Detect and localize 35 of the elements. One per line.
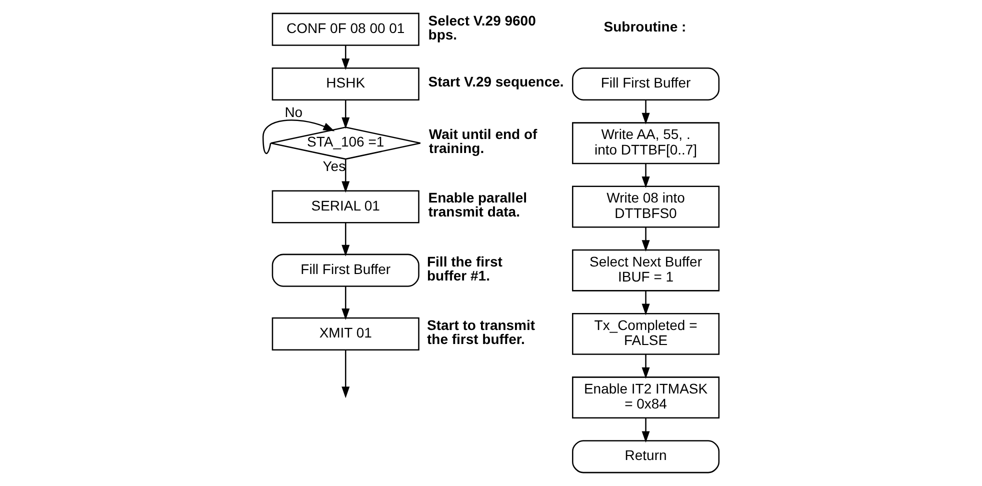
node-box: Tx_Completed = FALSE <box>572 312 720 355</box>
arrow <box>642 227 650 252</box>
arrow <box>342 45 350 70</box>
node-label: Wait until end of training. <box>428 126 538 156</box>
node-box: Return <box>572 440 720 474</box>
node-box: Write 08 into DTTBFS0 <box>572 186 720 228</box>
node-box: Select Next Buffer IBUF = 1 <box>572 249 720 292</box>
label: Subroutine : <box>604 18 686 35</box>
node-box: Fill First Buffer <box>272 254 420 287</box>
node-label: Fill the first buffer #1. <box>427 253 502 284</box>
arrow <box>642 354 650 379</box>
node-diamond: STA_106 =1 <box>270 126 422 160</box>
arrow <box>642 418 650 443</box>
arrow <box>342 100 350 129</box>
arrow <box>342 222 350 256</box>
arrow <box>262 120 335 154</box>
edge-label: No <box>284 104 303 120</box>
arrow <box>342 350 350 398</box>
node-label: Enable parallel transmit data. <box>428 190 528 220</box>
node-box: HSHK <box>272 67 420 101</box>
arrow <box>342 286 350 320</box>
node-box: CONF 0F 08 00 01 <box>272 12 420 46</box>
arrow <box>342 159 350 193</box>
edge-label: Yes <box>322 158 346 174</box>
node-box: XMIT 01 <box>272 317 420 350</box>
arrow <box>642 100 650 124</box>
node-box: SERIAL 01 <box>272 190 420 224</box>
node-label: Start V.29 sequence. <box>428 73 564 90</box>
arrow <box>642 290 650 316</box>
node-label: Select V.29 9600 bps. <box>428 12 536 42</box>
arrow <box>642 164 650 188</box>
node-label: Start to transmit the first buffer. <box>427 316 536 347</box>
node-box: Fill First Buffer <box>572 67 720 101</box>
node-box: Write AA, 55, . into DTTBF[0..7] <box>572 122 720 164</box>
node-box: Enable IT2 ITMASK = 0x84 <box>572 376 720 419</box>
